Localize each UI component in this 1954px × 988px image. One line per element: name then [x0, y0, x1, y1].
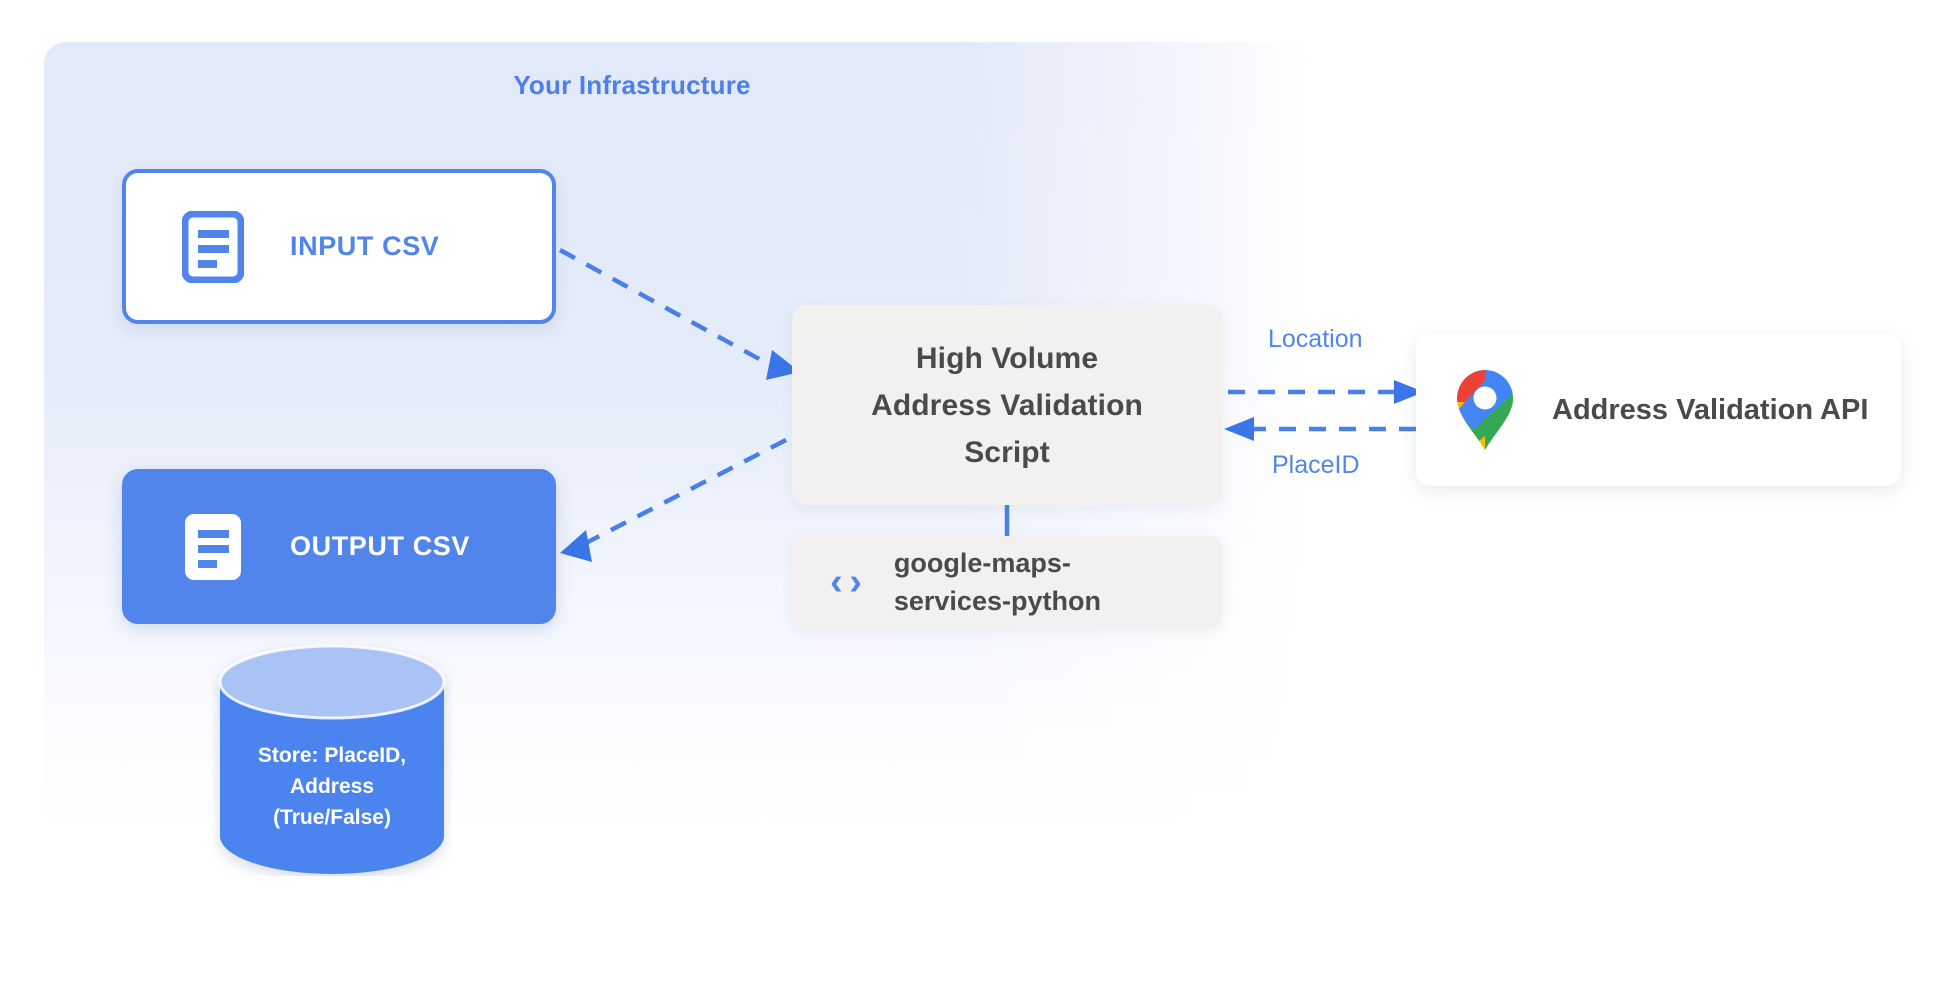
infrastructure-panel-title: Your Infrastructure — [513, 70, 751, 100]
node-output-csv-label: OUTPUT CSV — [290, 531, 471, 561]
node-address-validation-api[interactable]: Address Validation API — [1416, 334, 1901, 486]
node-library-text: google-maps- services-python — [894, 544, 1101, 620]
node-script-line-1: High Volume — [915, 341, 1099, 375]
node-library[interactable]: ‹ › google-maps- services-python — [792, 536, 1222, 628]
node-script-line-3: Script — [964, 435, 1050, 469]
database-cylinder-icon — [218, 644, 446, 874]
node-library-line-1: google-maps- — [893, 548, 1071, 578]
google-maps-pin-icon — [1457, 370, 1513, 450]
node-api-label: Address Validation API — [1552, 393, 1869, 426]
node-script-line-2: Address Validation — [871, 388, 1143, 422]
document-lines-icon — [182, 210, 244, 283]
edge-label-placeid: PlaceID — [1272, 451, 1360, 479]
node-script[interactable]: High Volume Address Validation Script — [792, 305, 1222, 505]
edge-label-location: Location — [1268, 325, 1363, 353]
node-library-line-2: services-python — [893, 586, 1101, 616]
node-input-csv[interactable]: INPUT CSV — [122, 169, 556, 324]
node-database[interactable]: Store: PlaceID, Address (True/False) — [212, 644, 452, 876]
node-output-csv[interactable]: OUTPUT CSV — [122, 469, 556, 624]
node-input-csv-label: INPUT CSV — [290, 231, 440, 261]
code-brackets-icon: ‹ › — [830, 561, 862, 603]
document-lines-icon — [185, 513, 241, 580]
